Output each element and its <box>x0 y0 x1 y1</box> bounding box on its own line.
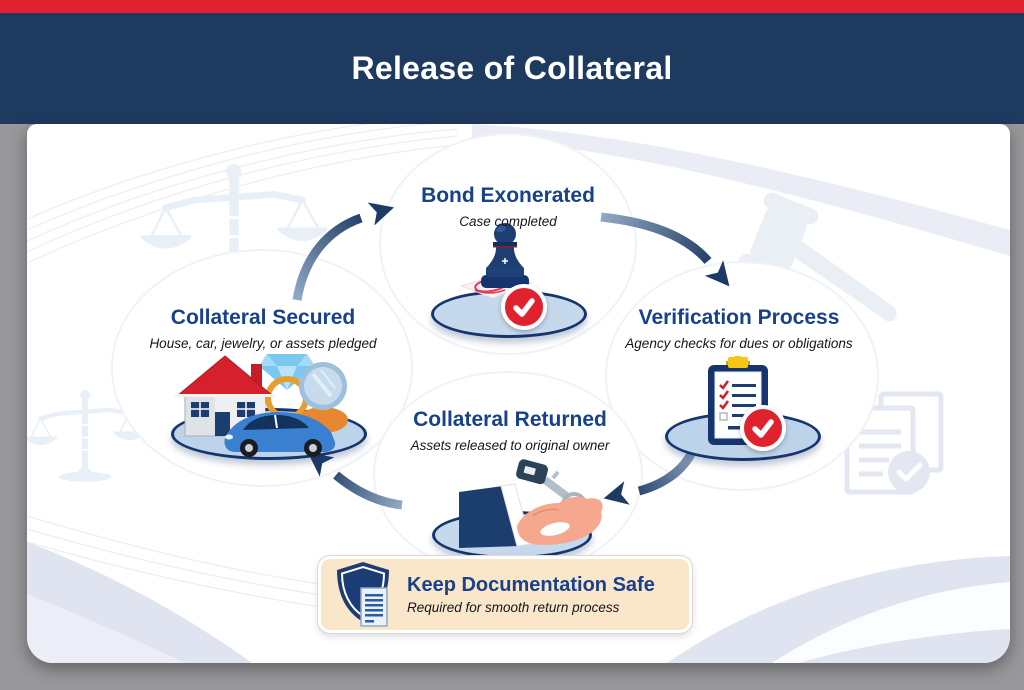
step-title: Verification Process <box>638 306 840 329</box>
page-title: Release of Collateral <box>351 50 673 86</box>
arc-lines-top-left <box>27 124 468 264</box>
step-title: Collateral Secured <box>170 306 356 329</box>
step-title: Bond Exonerated <box>421 184 595 207</box>
step-collateral-secured: Collateral Secured House, car, jewelry, … <box>113 306 413 351</box>
note-subtitle: Required for smooth return process <box>407 600 620 615</box>
step-title: Collateral Returned <box>413 408 607 431</box>
header: Release of Collateral <box>0 13 1024 124</box>
check-badge <box>501 284 547 330</box>
wave-bottom-right <box>667 556 1010 663</box>
hand-with-key-icon <box>459 459 603 548</box>
arrow-exonerated-to-verification <box>600 212 730 287</box>
step-subtitle: Case completed <box>459 214 557 229</box>
arrow-verification-to-returned <box>603 442 700 505</box>
document-check-watermark <box>844 391 944 495</box>
content-card: Collateral Secured House, car, jewelry, … <box>27 124 1010 663</box>
step-bond-exonerated: Bond Exonerated Case completed <box>383 184 633 229</box>
arrow-returned-to-secured <box>307 452 403 510</box>
check-badge <box>740 405 786 451</box>
step-subtitle: Assets released to original owner <box>410 438 610 453</box>
pledged-assets-icon <box>175 354 348 457</box>
check-icon <box>513 298 535 317</box>
rubber-stamp-icon <box>461 223 533 299</box>
check-icon <box>752 419 774 438</box>
step-subtitle: Agency checks for dues or obligations <box>625 336 853 351</box>
shield-document-icon <box>337 561 389 627</box>
step-verification-process: Verification Process Agency checks for d… <box>609 306 869 351</box>
step-collateral-returned: Collateral Returned Assets released to o… <box>380 408 640 453</box>
top-red-bar <box>0 0 1024 13</box>
arrow-secured-to-exonerated <box>292 202 395 301</box>
step-subtitle: House, car, jewelry, or assets pledged <box>149 336 377 351</box>
wave-bottom-left <box>27 542 252 663</box>
note-title: Keep Documentation Safe <box>407 574 655 596</box>
documentation-note: Keep Documentation Safe Required for smo… <box>317 555 693 634</box>
